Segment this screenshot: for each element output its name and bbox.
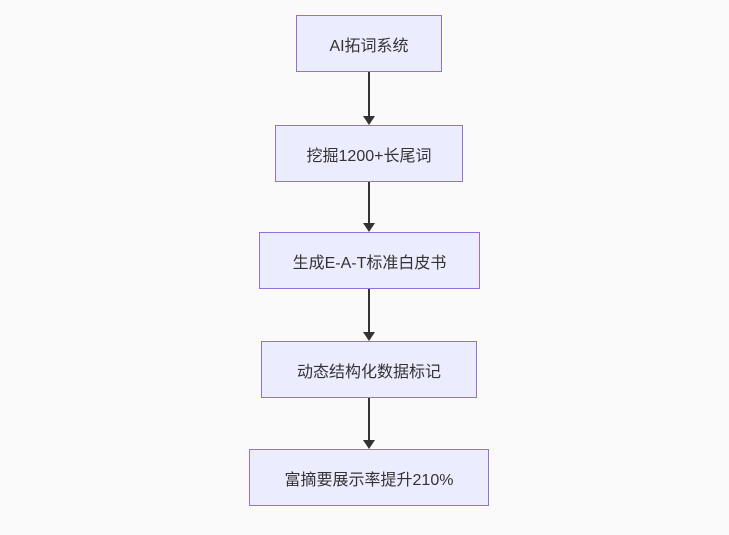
arrowhead-down-icon xyxy=(363,223,375,232)
arrowhead-down-icon xyxy=(363,440,375,449)
flowchart-node-eat-whitepaper: 生成E-A-T标准白皮书 xyxy=(259,232,480,289)
flowchart-node-label: 生成E-A-T标准白皮书 xyxy=(292,254,447,272)
flowchart-node-ai-system: AI拓词系统 xyxy=(296,15,442,72)
edge-line xyxy=(368,289,370,332)
flowchart-edge xyxy=(363,182,375,232)
edge-line xyxy=(368,398,370,440)
flowchart-node-label: 富摘要展示率提升210% xyxy=(284,471,454,489)
edge-line xyxy=(368,182,370,223)
arrowhead-down-icon xyxy=(363,116,375,125)
flowchart-edge xyxy=(363,289,375,341)
flowchart-edge xyxy=(363,398,375,449)
flowchart-node-rich-snippet-result: 富摘要展示率提升210% xyxy=(249,449,489,506)
flowchart-node-label: AI拓词系统 xyxy=(329,37,409,55)
flowchart-node-label: 动态结构化数据标记 xyxy=(296,363,441,381)
arrowhead-down-icon xyxy=(363,332,375,341)
flowchart-node-structured-data: 动态结构化数据标记 xyxy=(261,341,477,398)
flowchart-node-label: 挖掘1200+长尾词 xyxy=(306,147,432,165)
flowchart-edge xyxy=(363,72,375,125)
edge-line xyxy=(368,72,370,116)
flowchart-node-longtail-keywords: 挖掘1200+长尾词 xyxy=(275,125,463,182)
